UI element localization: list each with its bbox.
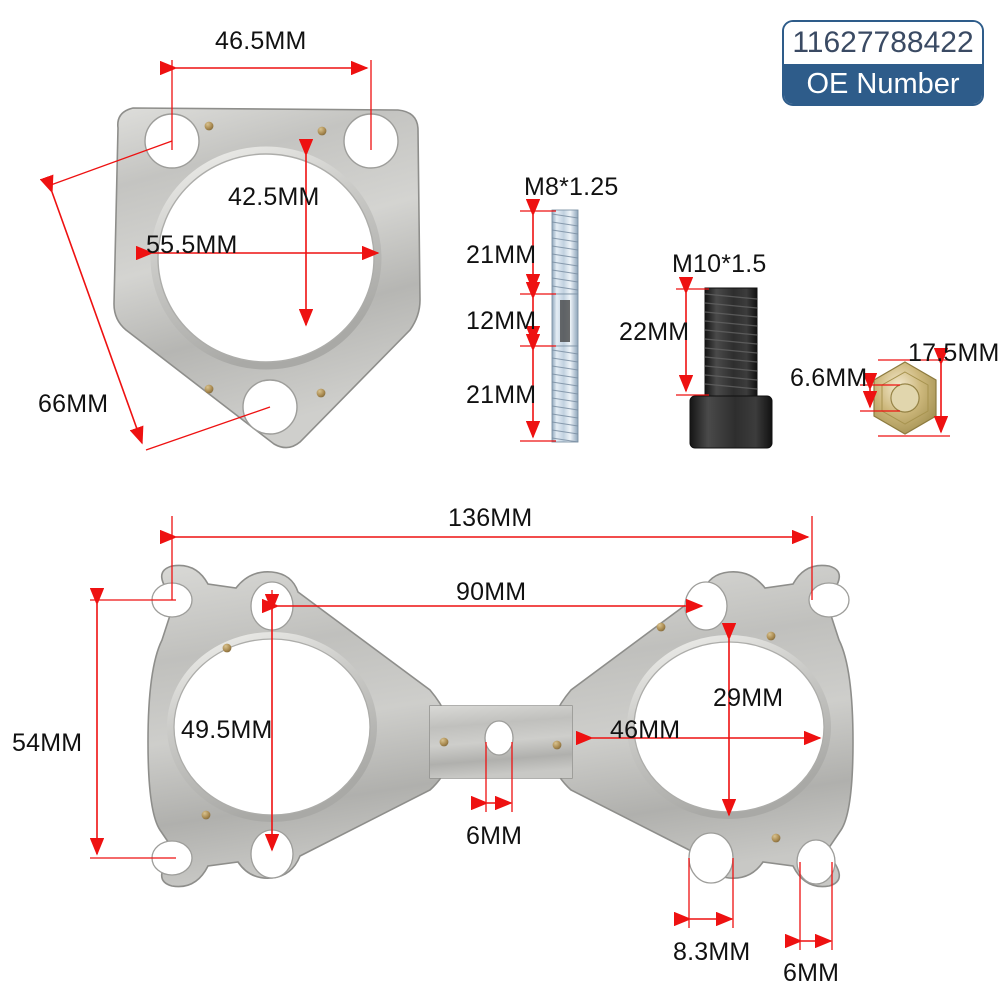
- dim-stud-thread: M8*1.25: [524, 173, 619, 201]
- dim-top-bolt-spacing: 46.5MM: [215, 27, 307, 55]
- dim-bolt-thread: M10*1.5: [672, 250, 767, 278]
- dim-nut-flange: 17.5MM: [908, 339, 1000, 367]
- bottom-gasket-dimension-lines: [89, 516, 833, 950]
- dim-stud-upper: 21MM: [466, 241, 537, 269]
- stud-dimension-lines: [520, 199, 556, 442]
- dim-stud-middle: 12MM: [466, 307, 537, 335]
- dim-outer-hole: 6MM: [783, 959, 840, 987]
- nut-dimension-lines: [860, 348, 950, 437]
- oe-number-label: OE Number: [784, 64, 982, 104]
- dim-top-diagonal: 66MM: [38, 390, 109, 418]
- nut-image: [873, 361, 937, 435]
- oe-number-badge: 11627788422 OE Number: [784, 22, 982, 104]
- dim-top-port-height: 42.5MM: [228, 183, 320, 211]
- dim-bolt-center-span: 90MM: [456, 578, 527, 606]
- dim-left-port-width: 49.5MM: [181, 716, 273, 744]
- dim-center-hole: 6MM: [466, 822, 523, 850]
- oe-number-value: 11627788422: [784, 22, 982, 64]
- dim-right-port-width: 46MM: [610, 716, 681, 744]
- dim-bolt-length: 22MM: [619, 318, 690, 346]
- bolt-image: [689, 287, 773, 449]
- dim-lower-hole: 8.3MM: [673, 938, 751, 966]
- top-gasket-image: [113, 107, 421, 449]
- dim-stud-lower: 21MM: [466, 381, 537, 409]
- stud-image: [551, 209, 579, 443]
- dim-right-port-height: 29MM: [713, 684, 784, 712]
- dim-overall-height: 54MM: [12, 729, 83, 757]
- dim-nut-inner: 6.6MM: [790, 364, 868, 392]
- top-gasket-dimension-lines: [39, 60, 380, 451]
- dim-top-port-width: 55.5MM: [146, 231, 238, 259]
- bolt-dimension-lines: [676, 277, 709, 396]
- dim-overall-length: 136MM: [448, 504, 533, 532]
